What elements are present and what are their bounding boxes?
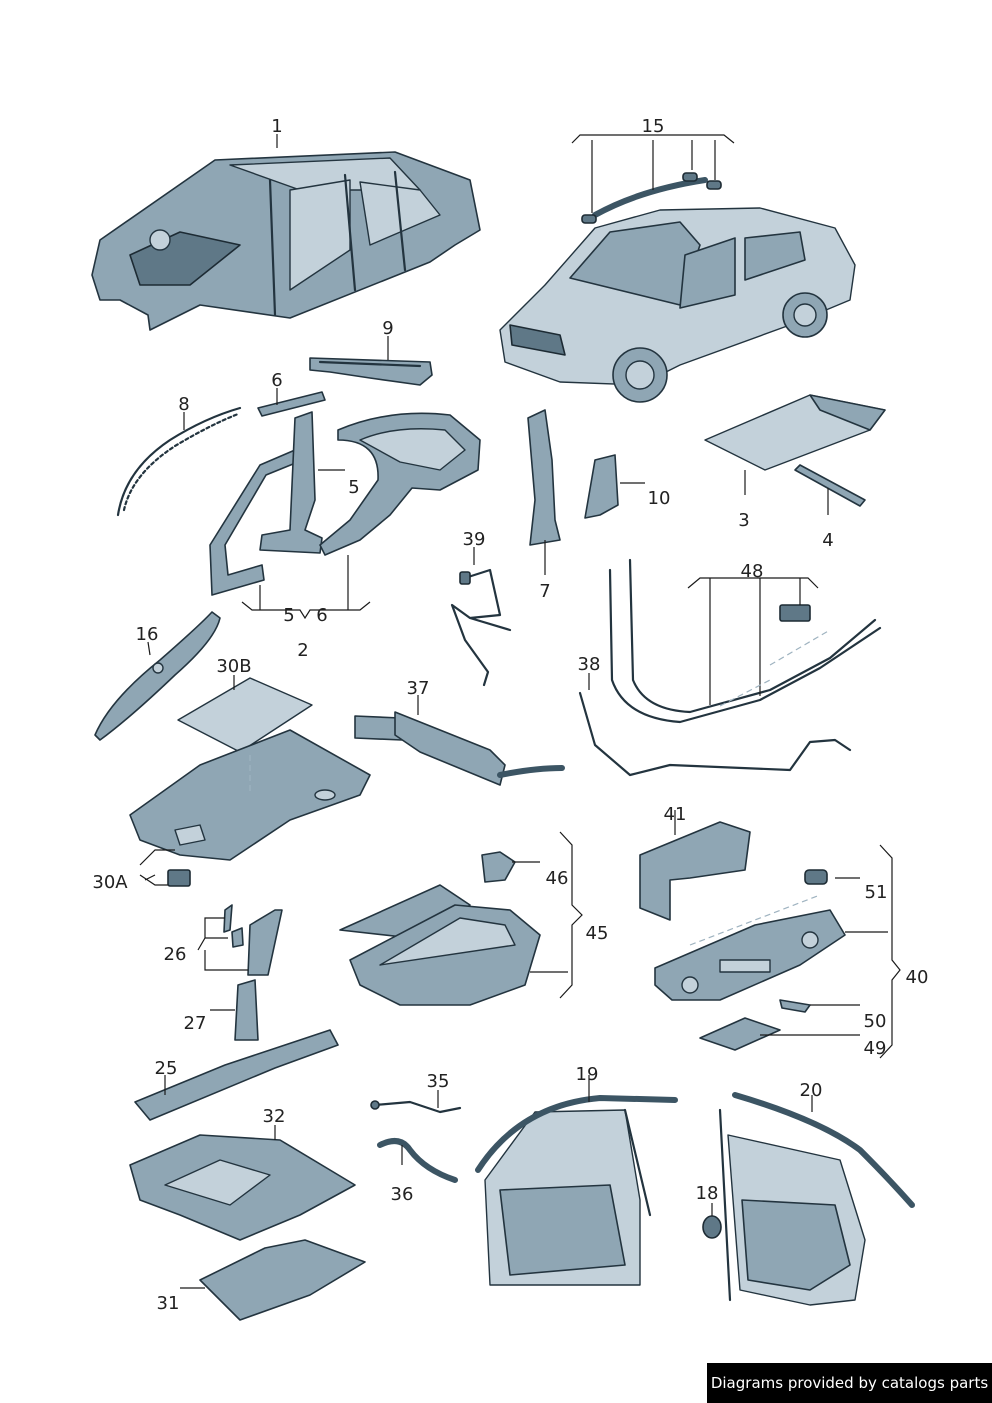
part-39: [450, 568, 512, 687]
leader-15: [571, 134, 735, 213]
callout-20: 20: [800, 1080, 823, 1101]
part-32: [129, 1134, 356, 1241]
leader-30a: [139, 849, 175, 886]
callout-41: 41: [664, 804, 687, 825]
part-19-front-door: [475, 1095, 678, 1286]
part-10: [584, 454, 619, 519]
part-30b: [177, 677, 313, 753]
leader-40: [845, 844, 901, 1059]
callout-32: 32: [263, 1106, 286, 1127]
callout-35: 35: [427, 1071, 450, 1092]
part-48: [608, 558, 882, 724]
part-body-shell: [91, 151, 481, 331]
callout-3: 3: [738, 510, 749, 531]
part-7: [527, 409, 561, 546]
callout-40: 40: [906, 967, 929, 988]
part-complete-car: [499, 207, 856, 403]
callout-2: 2: [297, 640, 308, 661]
callout-38: 38: [578, 654, 601, 675]
part-35: [370, 1100, 462, 1114]
callout-46: 46: [546, 868, 569, 889]
callout-48: 48: [741, 561, 764, 582]
part-a-pillar: [209, 449, 299, 596]
part-9: [309, 357, 433, 386]
part-b-pillar: [259, 411, 323, 554]
callout-6: 6: [271, 370, 282, 391]
part-46: [481, 851, 516, 883]
callout-27: 27: [184, 1013, 207, 1034]
part-4: [794, 464, 866, 507]
dash-48: [719, 629, 831, 707]
callout-30a: 30A: [92, 872, 128, 893]
callout-45: 45: [586, 923, 609, 944]
part-26: [223, 904, 283, 976]
callout-37: 37: [407, 678, 430, 699]
callout-26: 26: [164, 944, 187, 965]
leader-45: [530, 831, 583, 999]
part-6: [257, 391, 326, 417]
callout-31: 31: [157, 1293, 180, 1314]
callout-19: 19: [576, 1064, 599, 1085]
part-headlining: [129, 729, 371, 887]
callout-5b: 5: [283, 605, 294, 626]
leader-26: [197, 917, 248, 971]
callout-10: 10: [648, 488, 671, 509]
credit-banner: Diagrams provided by catalogs parts: [707, 1363, 992, 1403]
leader-48: [687, 577, 819, 705]
part-37: [354, 711, 565, 786]
part-31: [199, 1239, 366, 1321]
part-27: [234, 979, 259, 1041]
part-36: [377, 1138, 458, 1183]
part-8: [116, 406, 242, 517]
callout-49: 49: [864, 1038, 887, 1059]
callout-15: 15: [642, 116, 665, 137]
callout-39: 39: [463, 529, 486, 550]
callout-50: 50: [864, 1011, 887, 1032]
part-45-shelf: [339, 884, 541, 1006]
callout-5a: 5: [348, 477, 359, 498]
callout-30b: 30B: [216, 656, 251, 677]
callout-25: 25: [155, 1058, 178, 1079]
callout-7: 7: [539, 581, 550, 602]
callout-36: 36: [391, 1184, 414, 1205]
part-25: [134, 1029, 339, 1121]
part-18-plug: [702, 1215, 722, 1239]
leader-16: [147, 641, 151, 656]
callout-16: 16: [136, 624, 159, 645]
part-38: [578, 691, 852, 777]
callout-9: 9: [382, 318, 393, 339]
callout-51: 51: [865, 882, 888, 903]
callout-6b: 6: [316, 605, 327, 626]
leader-5-6: [241, 555, 371, 620]
part-roof-strips: [581, 172, 722, 224]
part-3: [704, 394, 886, 471]
callout-8: 8: [178, 394, 189, 415]
part-16: [94, 611, 221, 741]
dash-40: [689, 894, 821, 946]
part-41: [639, 821, 751, 921]
callout-4: 4: [822, 530, 833, 551]
callout-18: 18: [696, 1183, 719, 1204]
callout-1: 1: [271, 116, 282, 137]
part-rear-side-panel: [319, 412, 481, 556]
part-40: [654, 869, 846, 1051]
part-20-rear-door: [718, 1092, 915, 1306]
